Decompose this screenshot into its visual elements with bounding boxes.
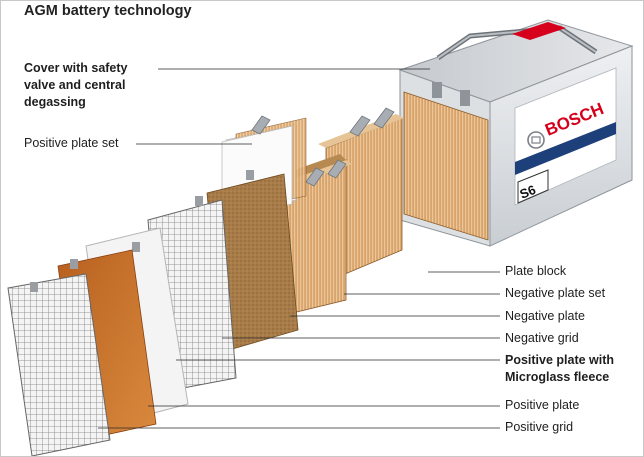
label-negative-grid: Negative grid (505, 331, 579, 345)
label-positive-plate: Positive plate (505, 398, 580, 412)
label-cover: Cover with safety valve and central dega… (24, 60, 128, 111)
label-cover-line-2: valve and central (24, 78, 126, 92)
label-positive-grid: Positive grid (505, 420, 574, 434)
label-positive-plate-set: Positive plate set (24, 136, 119, 150)
positive-grid (7, 273, 111, 457)
label-positive-plate-fleece-line-1: Positive plate with (505, 353, 615, 367)
label-positive-plate-fleece-line-2: Microglass fleece (505, 370, 610, 384)
label-cover-line-1: Cover with safety (24, 61, 128, 75)
label-plate-block: Plate block (505, 264, 567, 278)
battery-case (398, 19, 634, 247)
label-negative-plate: Negative plate (505, 309, 585, 323)
page-title: AGM battery technology (24, 3, 192, 19)
battery-model-text: S6 (518, 182, 538, 202)
label-positive-plate-fleece: Positive plate with Microglass fleece (505, 352, 614, 386)
label-cover-line-3: degassing (24, 95, 86, 109)
leader-lines (98, 68, 500, 429)
label-negative-plate-set: Negative plate set (505, 286, 606, 300)
